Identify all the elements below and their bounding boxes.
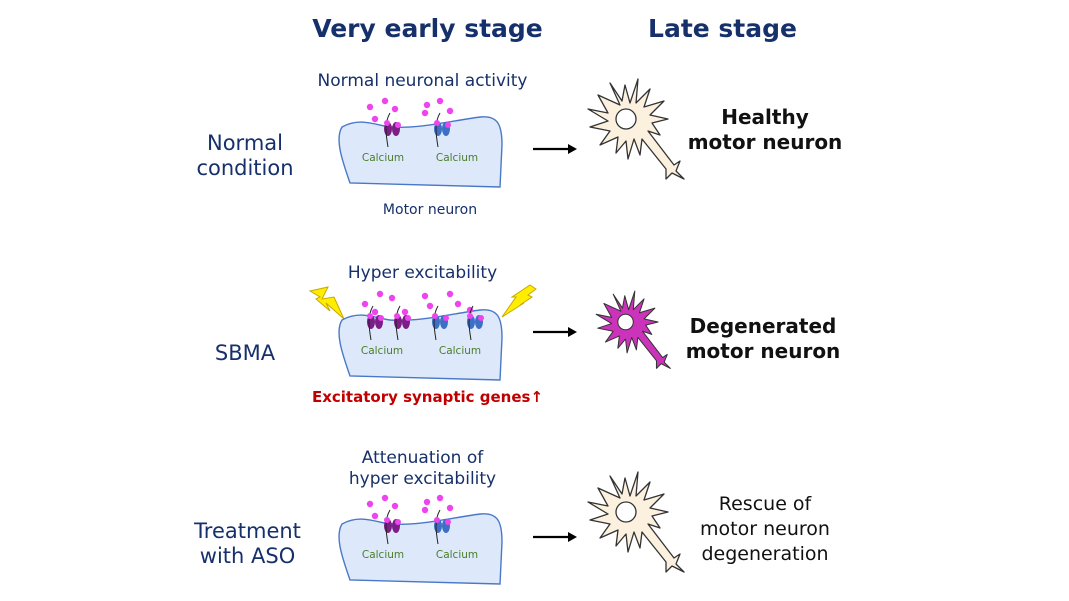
- ion-channel-icon: [367, 305, 384, 341]
- calcium-ion: [361, 300, 369, 308]
- calcium-ion: [371, 115, 379, 123]
- ion-channel-icon: [394, 305, 411, 341]
- calcium-ion: [423, 498, 431, 506]
- calcium-ion: [391, 502, 399, 510]
- neuron-membrane-diagram-normal: Calcium Calcium: [338, 97, 503, 188]
- cell-body: [338, 116, 503, 188]
- arrow-icon: [533, 327, 577, 337]
- calcium-ion: [371, 512, 379, 520]
- calcium-ion: [446, 107, 454, 115]
- outcome-line1: Rescue of: [718, 493, 812, 515]
- row-label-normal-condition: Normal condition: [170, 131, 320, 181]
- activity-label-normal: Normal neuronal activity: [317, 71, 528, 91]
- row-label-line2: condition: [196, 156, 294, 180]
- ion-channel-icon: [467, 305, 484, 341]
- neuron-nucleus: [615, 108, 637, 130]
- rescued-neuron-icon: [587, 471, 685, 573]
- motor-neuron-caption: Motor neuron: [382, 202, 478, 218]
- header-very-early-stage: Very early stage: [312, 14, 543, 43]
- outcome-line2: motor neuron: [685, 339, 841, 363]
- row-label-line1: Normal: [207, 131, 283, 155]
- calcium-ion: [446, 504, 454, 512]
- calcium-ion: [401, 308, 409, 316]
- neuron-membrane-diagram-aso: Calcium Calcium: [338, 494, 503, 585]
- neuron-soma: [587, 78, 685, 180]
- activity-label-hyper: Hyper excitability: [347, 263, 498, 283]
- activity-line2: hyper excitability: [348, 469, 497, 489]
- outcome-line2: motor neuron: [687, 130, 843, 154]
- outcome-line3: degeneration: [701, 543, 829, 565]
- neuron-nucleus: [617, 313, 634, 331]
- ion-channel-icon: [434, 112, 451, 148]
- calcium-ion: [423, 101, 431, 109]
- row-label-treatment-aso: Treatment with ASO: [170, 519, 325, 569]
- excitatory-genes-label: Excitatory synaptic genes↑: [311, 388, 544, 406]
- calcium-ion: [371, 308, 379, 316]
- neuron-nucleus: [615, 501, 637, 523]
- outcome-degenerated: Degenerated motor neuron: [668, 314, 858, 364]
- ion-channel-icon: [434, 509, 451, 545]
- neuron-soma: [587, 471, 685, 573]
- calcium-label: Calcium: [361, 345, 403, 357]
- activity-line1: Attenuation of: [361, 448, 484, 468]
- calcium-ion: [436, 97, 444, 105]
- row-label-line2: with ASO: [199, 544, 296, 568]
- outcome-line2: motor neuron: [700, 518, 830, 540]
- row-label-line1: Treatment: [194, 519, 301, 543]
- ion-channel-icon: [432, 305, 449, 341]
- neuron-membrane-diagram-sbma: Calcium Calcium: [338, 290, 503, 381]
- calcium-ion: [388, 294, 396, 302]
- activity-label-attenuation: Attenuation of hyper excitability: [295, 448, 550, 490]
- outcome-line1: Degenerated: [689, 314, 837, 338]
- lightning-bolt-icon: [501, 284, 537, 318]
- calcium-ion: [421, 506, 429, 514]
- calcium-ion: [421, 109, 429, 117]
- calcium-ion: [376, 290, 384, 298]
- calcium-label: Calcium: [439, 345, 481, 357]
- ion-channel-icon: [384, 509, 401, 545]
- outcome-healthy: Healthy motor neuron: [670, 105, 860, 155]
- ion-channel-icon: [384, 112, 401, 148]
- calcium-ion: [391, 105, 399, 113]
- lightning-bolt-icon: [308, 286, 345, 320]
- calcium-label: Calcium: [362, 549, 404, 561]
- calcium-ion: [366, 103, 374, 111]
- calcium-ion: [381, 494, 389, 502]
- header-late-stage: Late stage: [648, 14, 797, 43]
- healthy-neuron-icon: [587, 78, 685, 180]
- neuron-soma: [595, 290, 671, 369]
- calcium-label: Calcium: [436, 152, 478, 164]
- arrow-icon: [533, 532, 577, 542]
- outcome-line1: Healthy: [721, 105, 809, 129]
- calcium-label: Calcium: [362, 152, 404, 164]
- degenerated-neuron-icon: [595, 290, 671, 369]
- calcium-ion: [381, 97, 389, 105]
- arrow-icon: [533, 144, 577, 154]
- outcome-rescue: Rescue of motor neuron degeneration: [670, 492, 860, 567]
- calcium-ion: [454, 300, 462, 308]
- calcium-ion: [421, 292, 429, 300]
- calcium-ion: [366, 500, 374, 508]
- calcium-ion: [436, 494, 444, 502]
- cell-body: [338, 513, 503, 585]
- calcium-ion: [426, 302, 434, 310]
- calcium-label: Calcium: [436, 549, 478, 561]
- row-label-sbma: SBMA: [214, 341, 276, 365]
- calcium-ion: [446, 290, 454, 298]
